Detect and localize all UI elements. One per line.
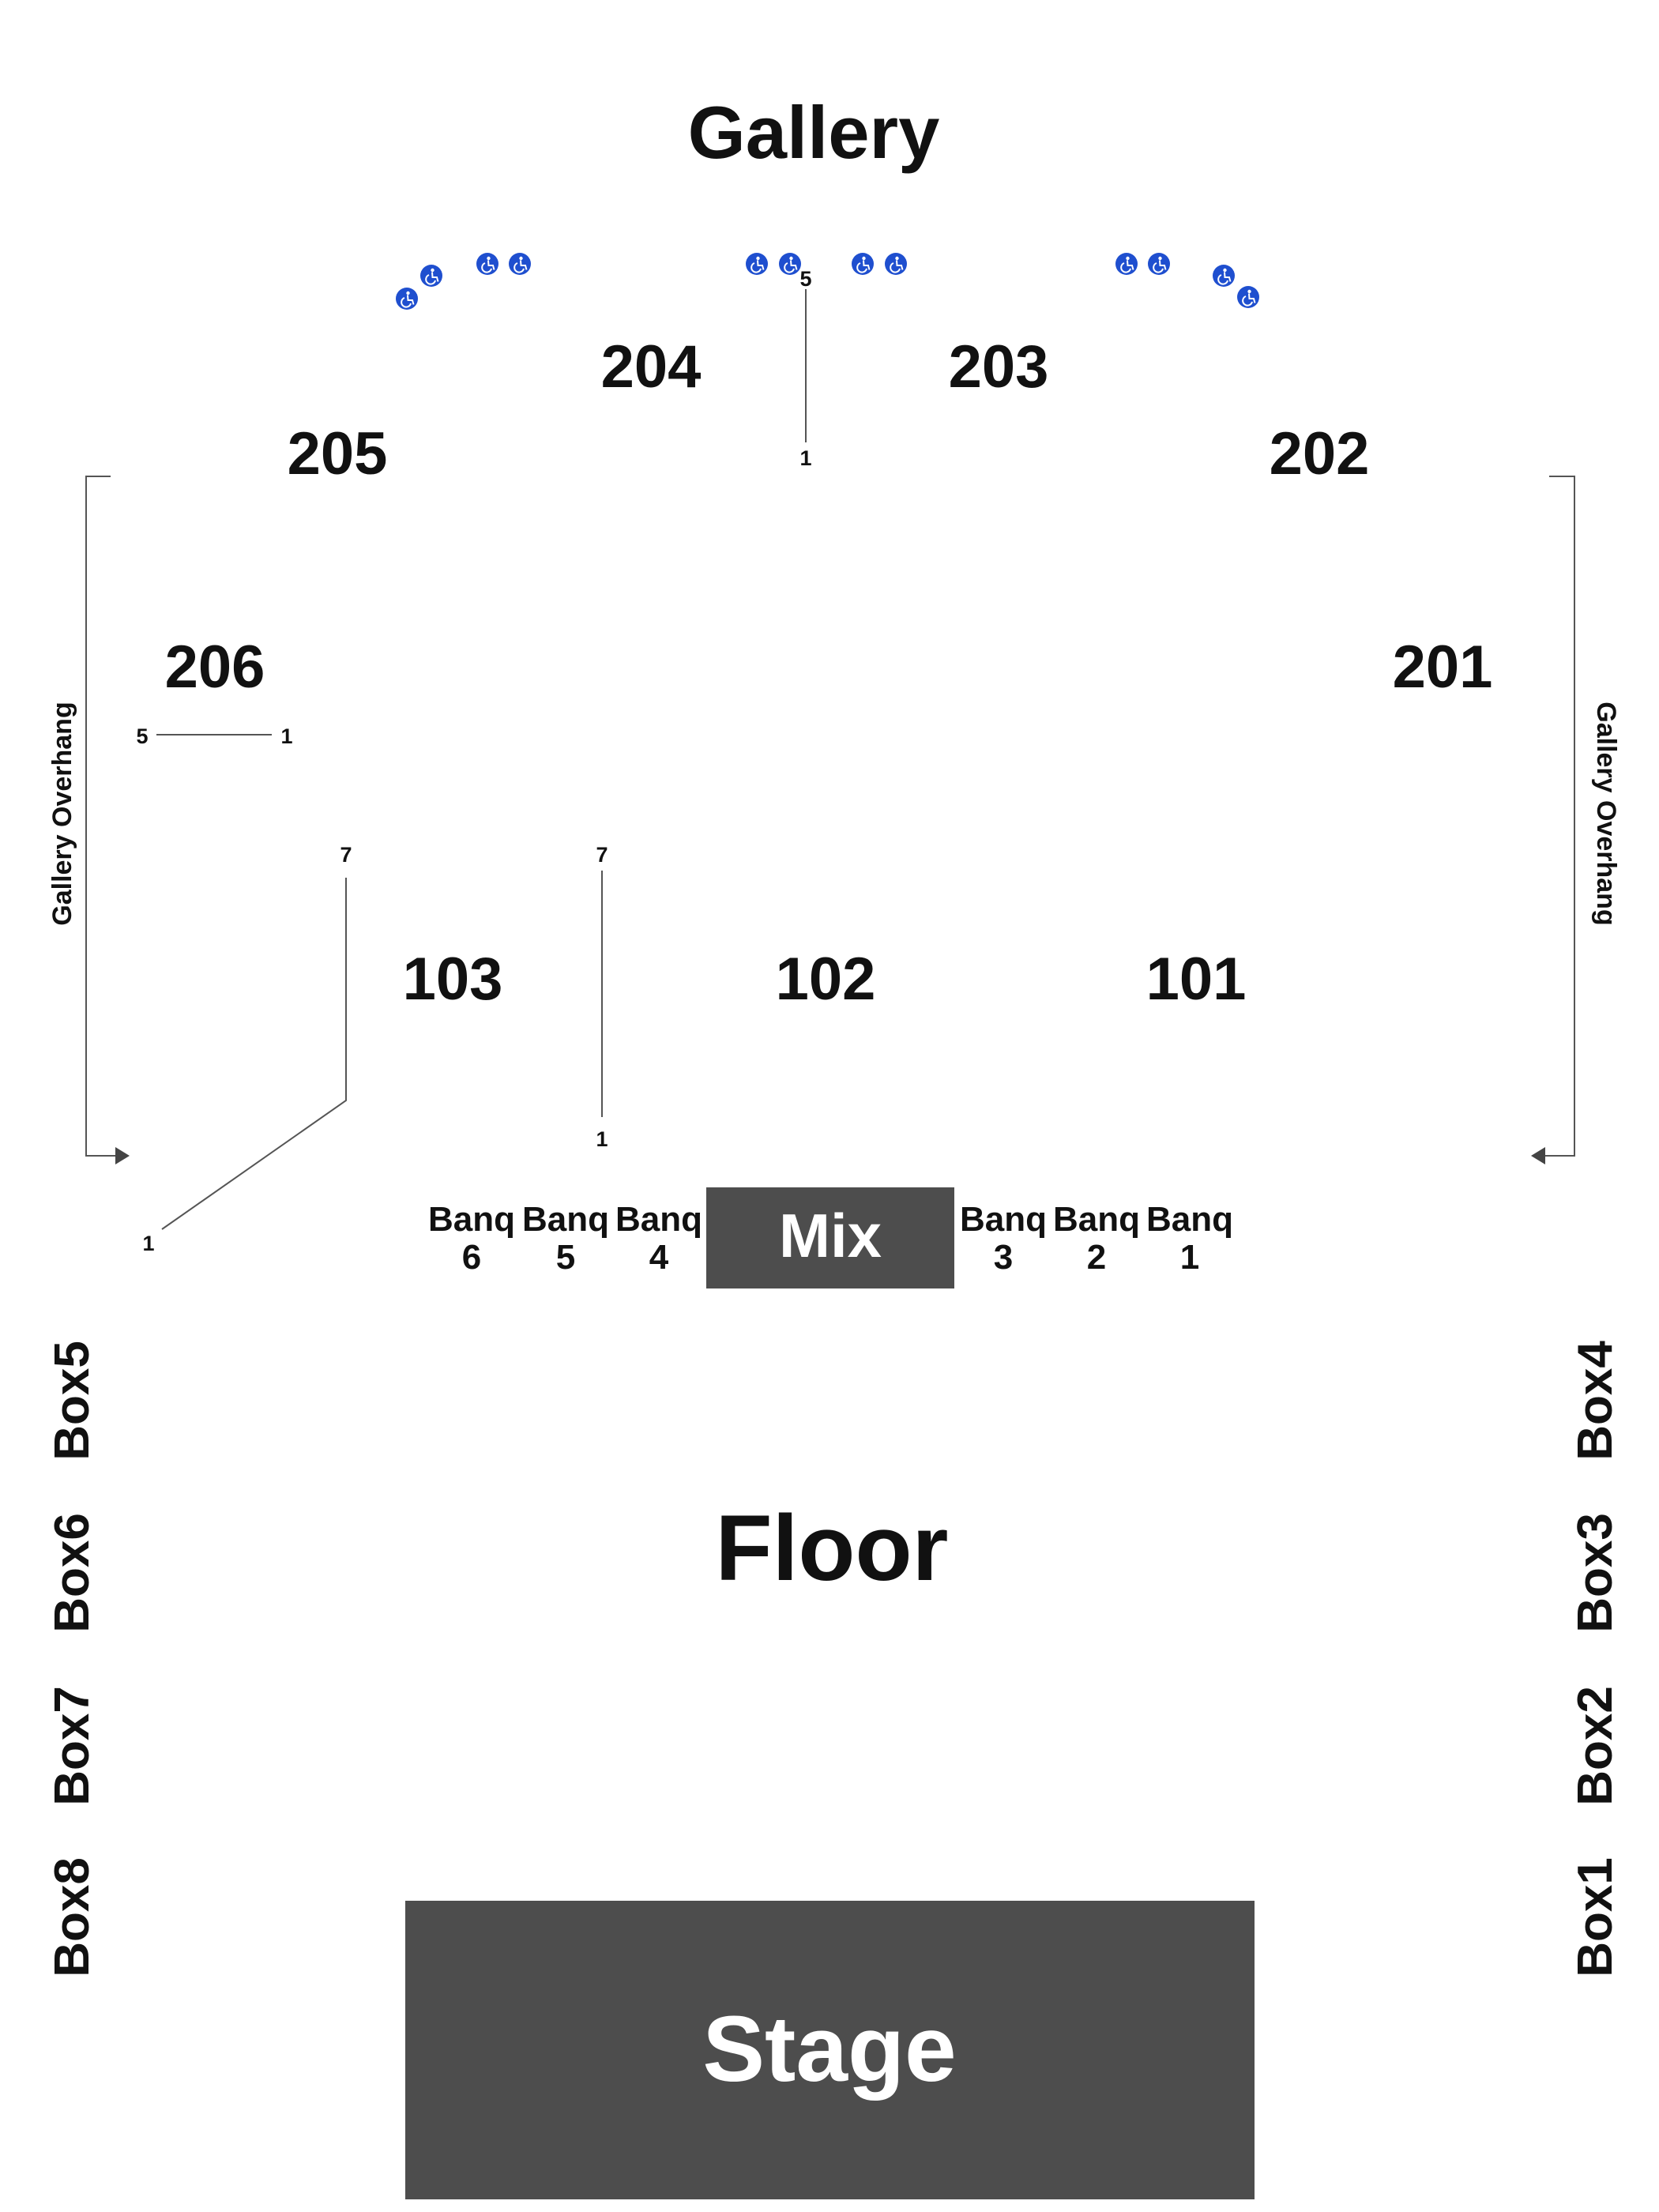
wheelchair-accessible-icon — [1147, 252, 1171, 276]
section-102[interactable]: 102 — [776, 946, 876, 1013]
banquette-number: 1 — [1180, 1238, 1199, 1277]
banquette-1[interactable]: Banq 1 — [1146, 1200, 1233, 1277]
gallery-title: Gallery — [688, 91, 940, 174]
section-202[interactable]: 202 — [1270, 420, 1370, 487]
floor-section[interactable]: Floor — [716, 1496, 949, 1601]
banquette-label: Banq — [522, 1200, 609, 1239]
mix-position — [706, 1187, 954, 1288]
row-marker: 5 — [799, 267, 811, 291]
box-1[interactable]: Box1 — [1568, 1857, 1623, 1977]
section-103[interactable]: 103 — [403, 946, 503, 1013]
row-marker: 5 — [136, 724, 148, 748]
row-line-103-left — [161, 878, 347, 1230]
banquette-label: Banq — [1146, 1200, 1233, 1239]
row-marker: 1 — [596, 1127, 608, 1151]
row-marker: 1 — [280, 724, 292, 748]
section-203[interactable]: 203 — [949, 333, 1049, 401]
row-marker: 7 — [596, 843, 608, 867]
box-8[interactable]: Box8 — [45, 1857, 100, 1977]
wheelchair-accessible-icon — [1115, 252, 1138, 276]
wheelchair-accessible-icon — [1212, 264, 1236, 288]
banquette-label: Banq — [615, 1200, 702, 1239]
gallery-overhang-right: Gallery Overhang — [1531, 476, 1621, 1164]
row-marker: 1 — [799, 446, 811, 470]
mix-label: Mix — [779, 1201, 882, 1270]
row-marker: 1 — [142, 1232, 154, 1255]
wheelchair-accessible-icon — [884, 252, 908, 276]
stage-label: Stage — [702, 1997, 956, 2101]
banquette-label: Banq — [1053, 1200, 1140, 1239]
banquette-6[interactable]: Banq 6 — [428, 1200, 515, 1277]
section-204[interactable]: 204 — [601, 333, 702, 401]
box-4[interactable]: Box4 — [1568, 1341, 1623, 1461]
section-201[interactable]: 201 — [1393, 634, 1493, 701]
gallery-overhang-label-left: Gallery Overhang — [47, 702, 77, 925]
wheelchair-accessible-icon — [476, 252, 499, 276]
banquette-number: 5 — [556, 1238, 575, 1277]
stage — [405, 1901, 1255, 2199]
box-2[interactable]: Box2 — [1568, 1686, 1623, 1806]
box-7[interactable]: Box7 — [45, 1686, 100, 1806]
banquette-3[interactable]: Banq 3 — [960, 1200, 1047, 1277]
banquette-number: 4 — [649, 1238, 669, 1277]
wheelchair-accessible-icon — [1236, 285, 1260, 309]
wheelchair-accessible-icon — [508, 252, 532, 276]
wheelchair-accessible-icon — [395, 287, 419, 310]
banquette-4[interactable]: Banq 4 — [615, 1200, 702, 1277]
gallery-overhang-label-right: Gallery Overhang — [1591, 702, 1621, 925]
box-6[interactable]: Box6 — [45, 1513, 100, 1633]
box-5[interactable]: Box5 — [45, 1341, 100, 1461]
banquette-2[interactable]: Banq 2 — [1053, 1200, 1140, 1277]
section-205[interactable]: 205 — [288, 420, 388, 487]
accessible-seating — [395, 252, 1260, 310]
banquette-number: 3 — [994, 1238, 1013, 1277]
wheelchair-accessible-icon — [745, 252, 769, 276]
box-3[interactable]: Box3 — [1568, 1513, 1623, 1633]
wheelchair-accessible-icon — [419, 264, 443, 288]
wheelchair-accessible-icon — [851, 252, 875, 276]
banquette-number: 6 — [462, 1238, 481, 1277]
banquette-5[interactable]: Banq 5 — [522, 1200, 609, 1277]
section-101[interactable]: 101 — [1146, 946, 1247, 1013]
gallery-overhang-left: Gallery Overhang — [47, 476, 130, 1164]
banquette-label: Banq — [428, 1200, 515, 1239]
banquette-number: 2 — [1087, 1238, 1106, 1277]
row-marker: 7 — [340, 843, 352, 867]
banquette-label: Banq — [960, 1200, 1047, 1239]
section-206[interactable]: 206 — [165, 634, 265, 701]
wheelchair-accessible-icon — [778, 252, 802, 276]
